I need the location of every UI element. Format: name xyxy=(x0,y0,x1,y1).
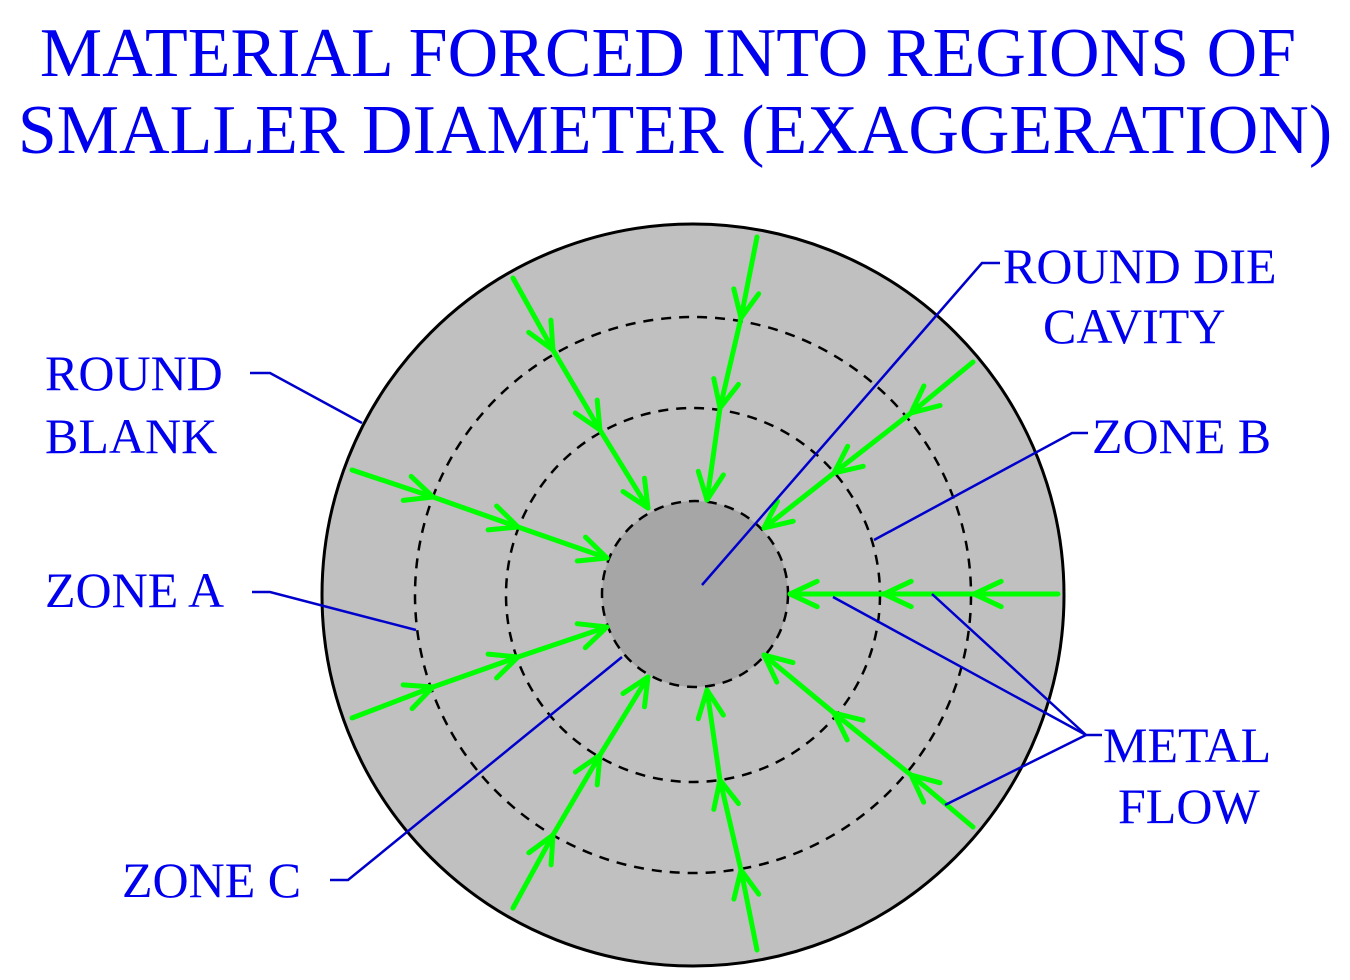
arrowhead-icon xyxy=(574,534,610,564)
title-line-1: MATERIAL FORCED INTO REGIONS OF xyxy=(40,15,1296,92)
arrowhead-icon xyxy=(485,651,521,681)
metal-flow-arrow xyxy=(349,467,610,561)
metal-flow-arrow xyxy=(761,652,976,830)
arrowhead-icon xyxy=(908,772,943,805)
arrowhead-icon xyxy=(695,468,726,503)
round-die-cavity xyxy=(600,499,790,689)
round-blank-leader xyxy=(250,371,363,425)
arrowhead-icon xyxy=(574,621,610,651)
arrowhead-icon xyxy=(831,443,866,476)
zone-a-label: ZONE A xyxy=(45,562,224,618)
zone-b-leader xyxy=(873,431,1088,542)
round-die-cavity-label-line-1: ROUND DIE xyxy=(1003,238,1277,294)
arrowhead-icon xyxy=(526,317,556,353)
metal-flow-arrow xyxy=(349,624,610,721)
arrowhead-icon xyxy=(526,832,556,868)
metal-flow-arrow xyxy=(510,275,651,511)
title-line-2: SMALLER DIAMETER (EXAGGERATION) xyxy=(18,92,1332,169)
round-blank-label-line-1: ROUND xyxy=(45,345,223,401)
arrowhead-icon xyxy=(881,578,914,610)
arrowhead-icon xyxy=(761,498,796,531)
metal-flow-arrow xyxy=(704,234,760,503)
zone-b-label: ZONE B xyxy=(1092,408,1271,464)
metal-flow-leader-3 xyxy=(944,733,1087,807)
arrowhead-icon xyxy=(620,674,651,710)
arrowhead-icon xyxy=(572,397,603,433)
arrowhead-icon xyxy=(761,652,796,685)
arrowhead-icon xyxy=(787,578,820,610)
zone-c-label: ZONE C xyxy=(122,852,301,908)
round-die-cavity-leader xyxy=(701,261,1000,586)
zone-c-leader xyxy=(330,656,623,882)
metal-flow-arrow xyxy=(704,687,760,953)
metal-flow-label-line-1: METAL xyxy=(1103,717,1271,773)
arrowhead-icon xyxy=(731,867,762,902)
metal-flow-label-line-2: FLOW xyxy=(1118,778,1260,834)
arrowhead-icon xyxy=(908,383,943,416)
metal-flow-leader-2 xyxy=(931,593,1087,736)
arrowhead-icon xyxy=(620,475,651,511)
metal-flow-arrows xyxy=(349,234,1061,953)
arrowhead-icon xyxy=(711,376,741,411)
arrowhead-icon xyxy=(400,682,436,712)
arrowhead-icon xyxy=(695,687,726,722)
round-die-cavity-label-line-2: CAVITY xyxy=(1043,298,1225,354)
arrowhead-icon xyxy=(572,752,603,788)
arrowhead-icon xyxy=(831,710,866,743)
arrowhead-icon xyxy=(485,503,521,533)
metal-flow-arrow xyxy=(510,674,651,911)
arrowhead-icon xyxy=(400,473,436,503)
metal-flow-arrow xyxy=(761,359,976,531)
arrowhead-icon xyxy=(971,578,1004,610)
arrowhead-icon xyxy=(731,286,762,321)
zone-a-leader xyxy=(252,590,417,632)
arrowhead-icon xyxy=(711,777,741,812)
round-blank-label-line-2: BLANK xyxy=(45,408,217,464)
